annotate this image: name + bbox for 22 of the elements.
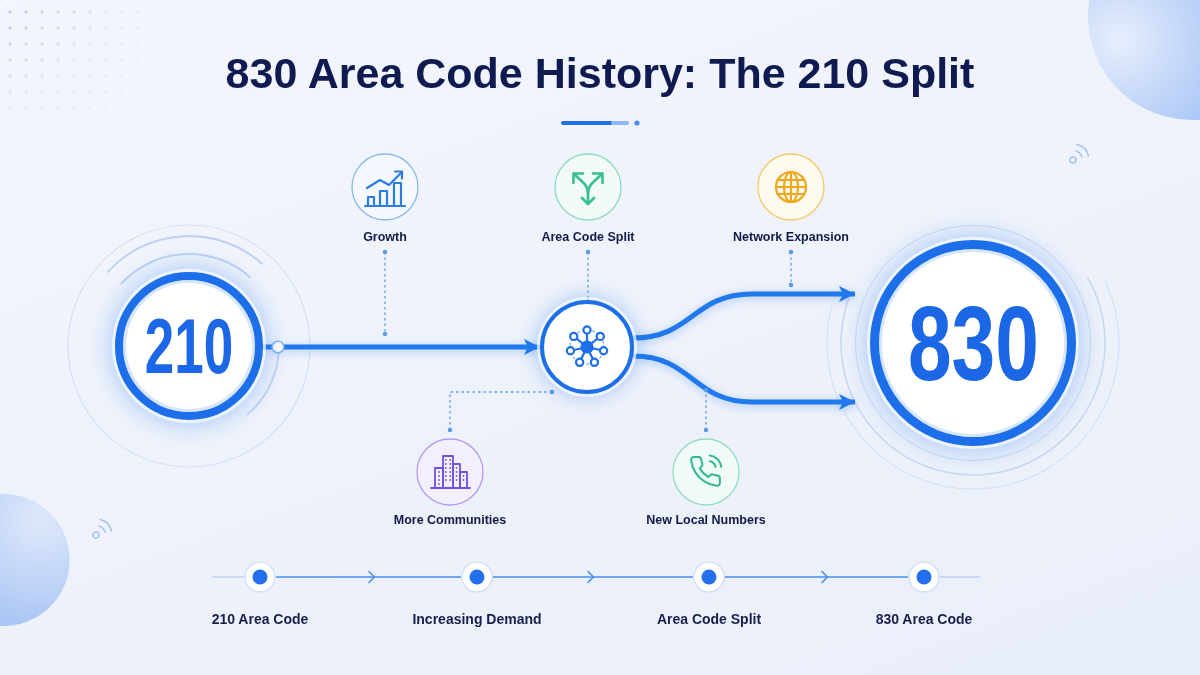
feature-label: Network Expansion — [733, 229, 849, 246]
step-label: Area Code Split — [656, 610, 762, 629]
leader-line — [447, 389, 555, 433]
feature-label: New Local Numbers — [646, 512, 766, 529]
hub-circle — [540, 300, 634, 394]
timeline-arrow — [724, 570, 909, 584]
timeline-arrow — [492, 570, 694, 584]
feature-label: Growth — [363, 229, 407, 246]
leader-line — [788, 249, 794, 288]
leader-line — [382, 249, 388, 337]
number-circle — [115, 272, 263, 420]
area-code-number: 830 — [907, 290, 1039, 396]
step-label: Increasing Demand — [412, 610, 542, 629]
feature-label: More Communities — [393, 512, 507, 529]
step-label: 210 Area Code — [211, 610, 309, 629]
flow-arrow — [263, 339, 540, 355]
step-label: 830 Area Code — [875, 610, 973, 629]
leader-line — [703, 387, 709, 433]
area-code-number: 210 — [144, 307, 234, 385]
timeline-arrow — [275, 570, 462, 584]
title: 830 Area Code History: The 210 Split — [225, 50, 975, 97]
feature-label: Area Code Split — [541, 229, 635, 246]
